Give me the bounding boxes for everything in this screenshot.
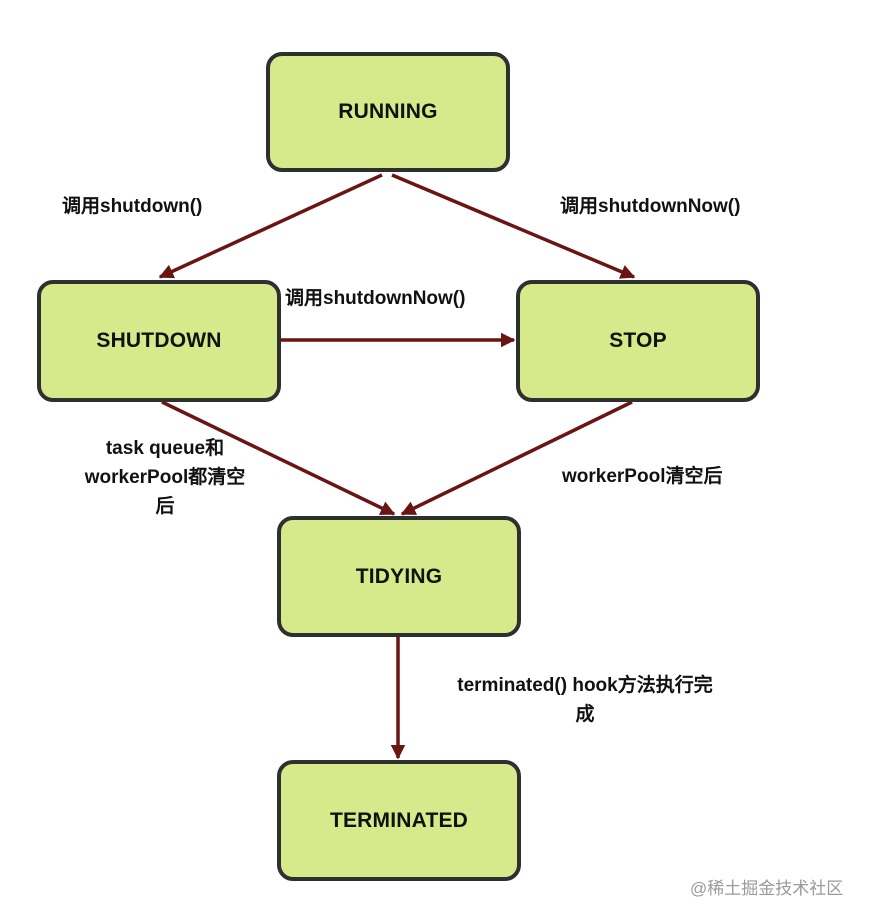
watermark: @稀土掘金技术社区 xyxy=(690,879,844,898)
arrow-running-to-shutdown xyxy=(158,173,383,279)
arrow-running-to-stop xyxy=(391,173,636,279)
label-shutdown-to-tidying: task queue和 workerPool都清空 后 xyxy=(60,434,270,521)
label-running-to-stop: 调用shutdownNow() xyxy=(560,196,741,217)
label-running-to-shutdown: 调用shutdown() xyxy=(62,196,203,217)
label-line: 成 xyxy=(575,704,595,725)
label-line: task queue和 xyxy=(105,438,225,459)
label-line: 后 xyxy=(155,496,175,517)
label-line: terminated() hook方法执行完 xyxy=(457,675,713,696)
state-stop: STOP xyxy=(516,280,760,402)
label-stop-to-tidying: workerPool清空后 xyxy=(562,466,723,487)
label-shutdown-to-stop: 调用shutdownNow() xyxy=(285,288,466,309)
arrow-stop-to-tidying xyxy=(400,400,633,516)
state-terminated: TERMINATED xyxy=(277,760,521,881)
state-shutdown: SHUTDOWN xyxy=(37,280,281,402)
label-line: workerPool都清空 xyxy=(84,467,246,488)
label-tidying-to-terminated: terminated() hook方法执行完 成 xyxy=(420,671,750,729)
state-running: RUNNING xyxy=(266,52,510,172)
arrow-shutdown-to-tidying xyxy=(161,400,396,516)
state-tidying: TIDYING xyxy=(277,516,521,637)
